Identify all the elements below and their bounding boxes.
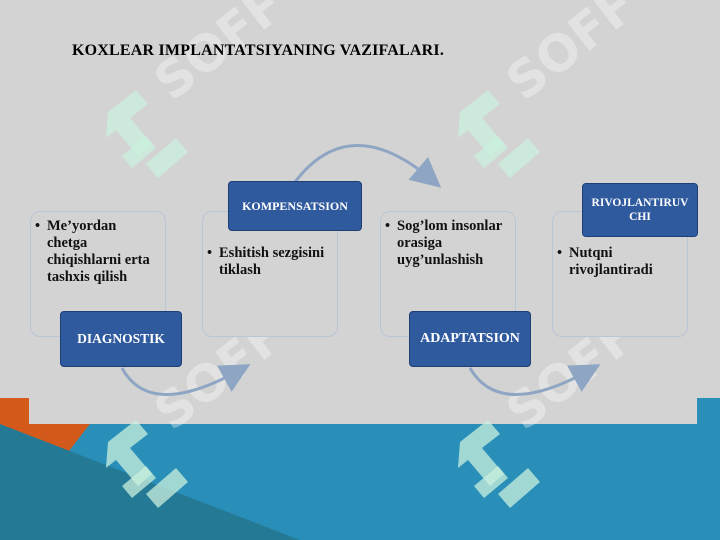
step-2-text: • Eshitish sezgisini tiklash bbox=[207, 245, 325, 278]
step-4-text: • Nutqni rivojlantiradi bbox=[557, 245, 653, 278]
tag-diagnostik: DIAGNOSTIK bbox=[60, 311, 182, 367]
arrow-1 bbox=[120, 364, 251, 396]
arrow-2 bbox=[293, 144, 442, 188]
tag-adaptatsion: ADAPTATSION bbox=[409, 311, 531, 367]
step-card-2 bbox=[202, 211, 338, 337]
arrow-3 bbox=[468, 364, 601, 396]
step-3-text: • Sog’lom insonlar orasiga uyg’unlashish bbox=[385, 218, 503, 268]
tag-rivojlantiruvchi: RIVOJLANTIRUV CHI bbox=[582, 183, 698, 237]
slide-title: KOXLEAR IMPLANTATSIYANING VAZIFALARI. bbox=[72, 42, 445, 59]
tag-kompensatsion: KOMPENSATSION bbox=[228, 181, 362, 231]
step-1-text: • Me’yordan chetga chiqishlarni erta tas… bbox=[35, 218, 150, 285]
